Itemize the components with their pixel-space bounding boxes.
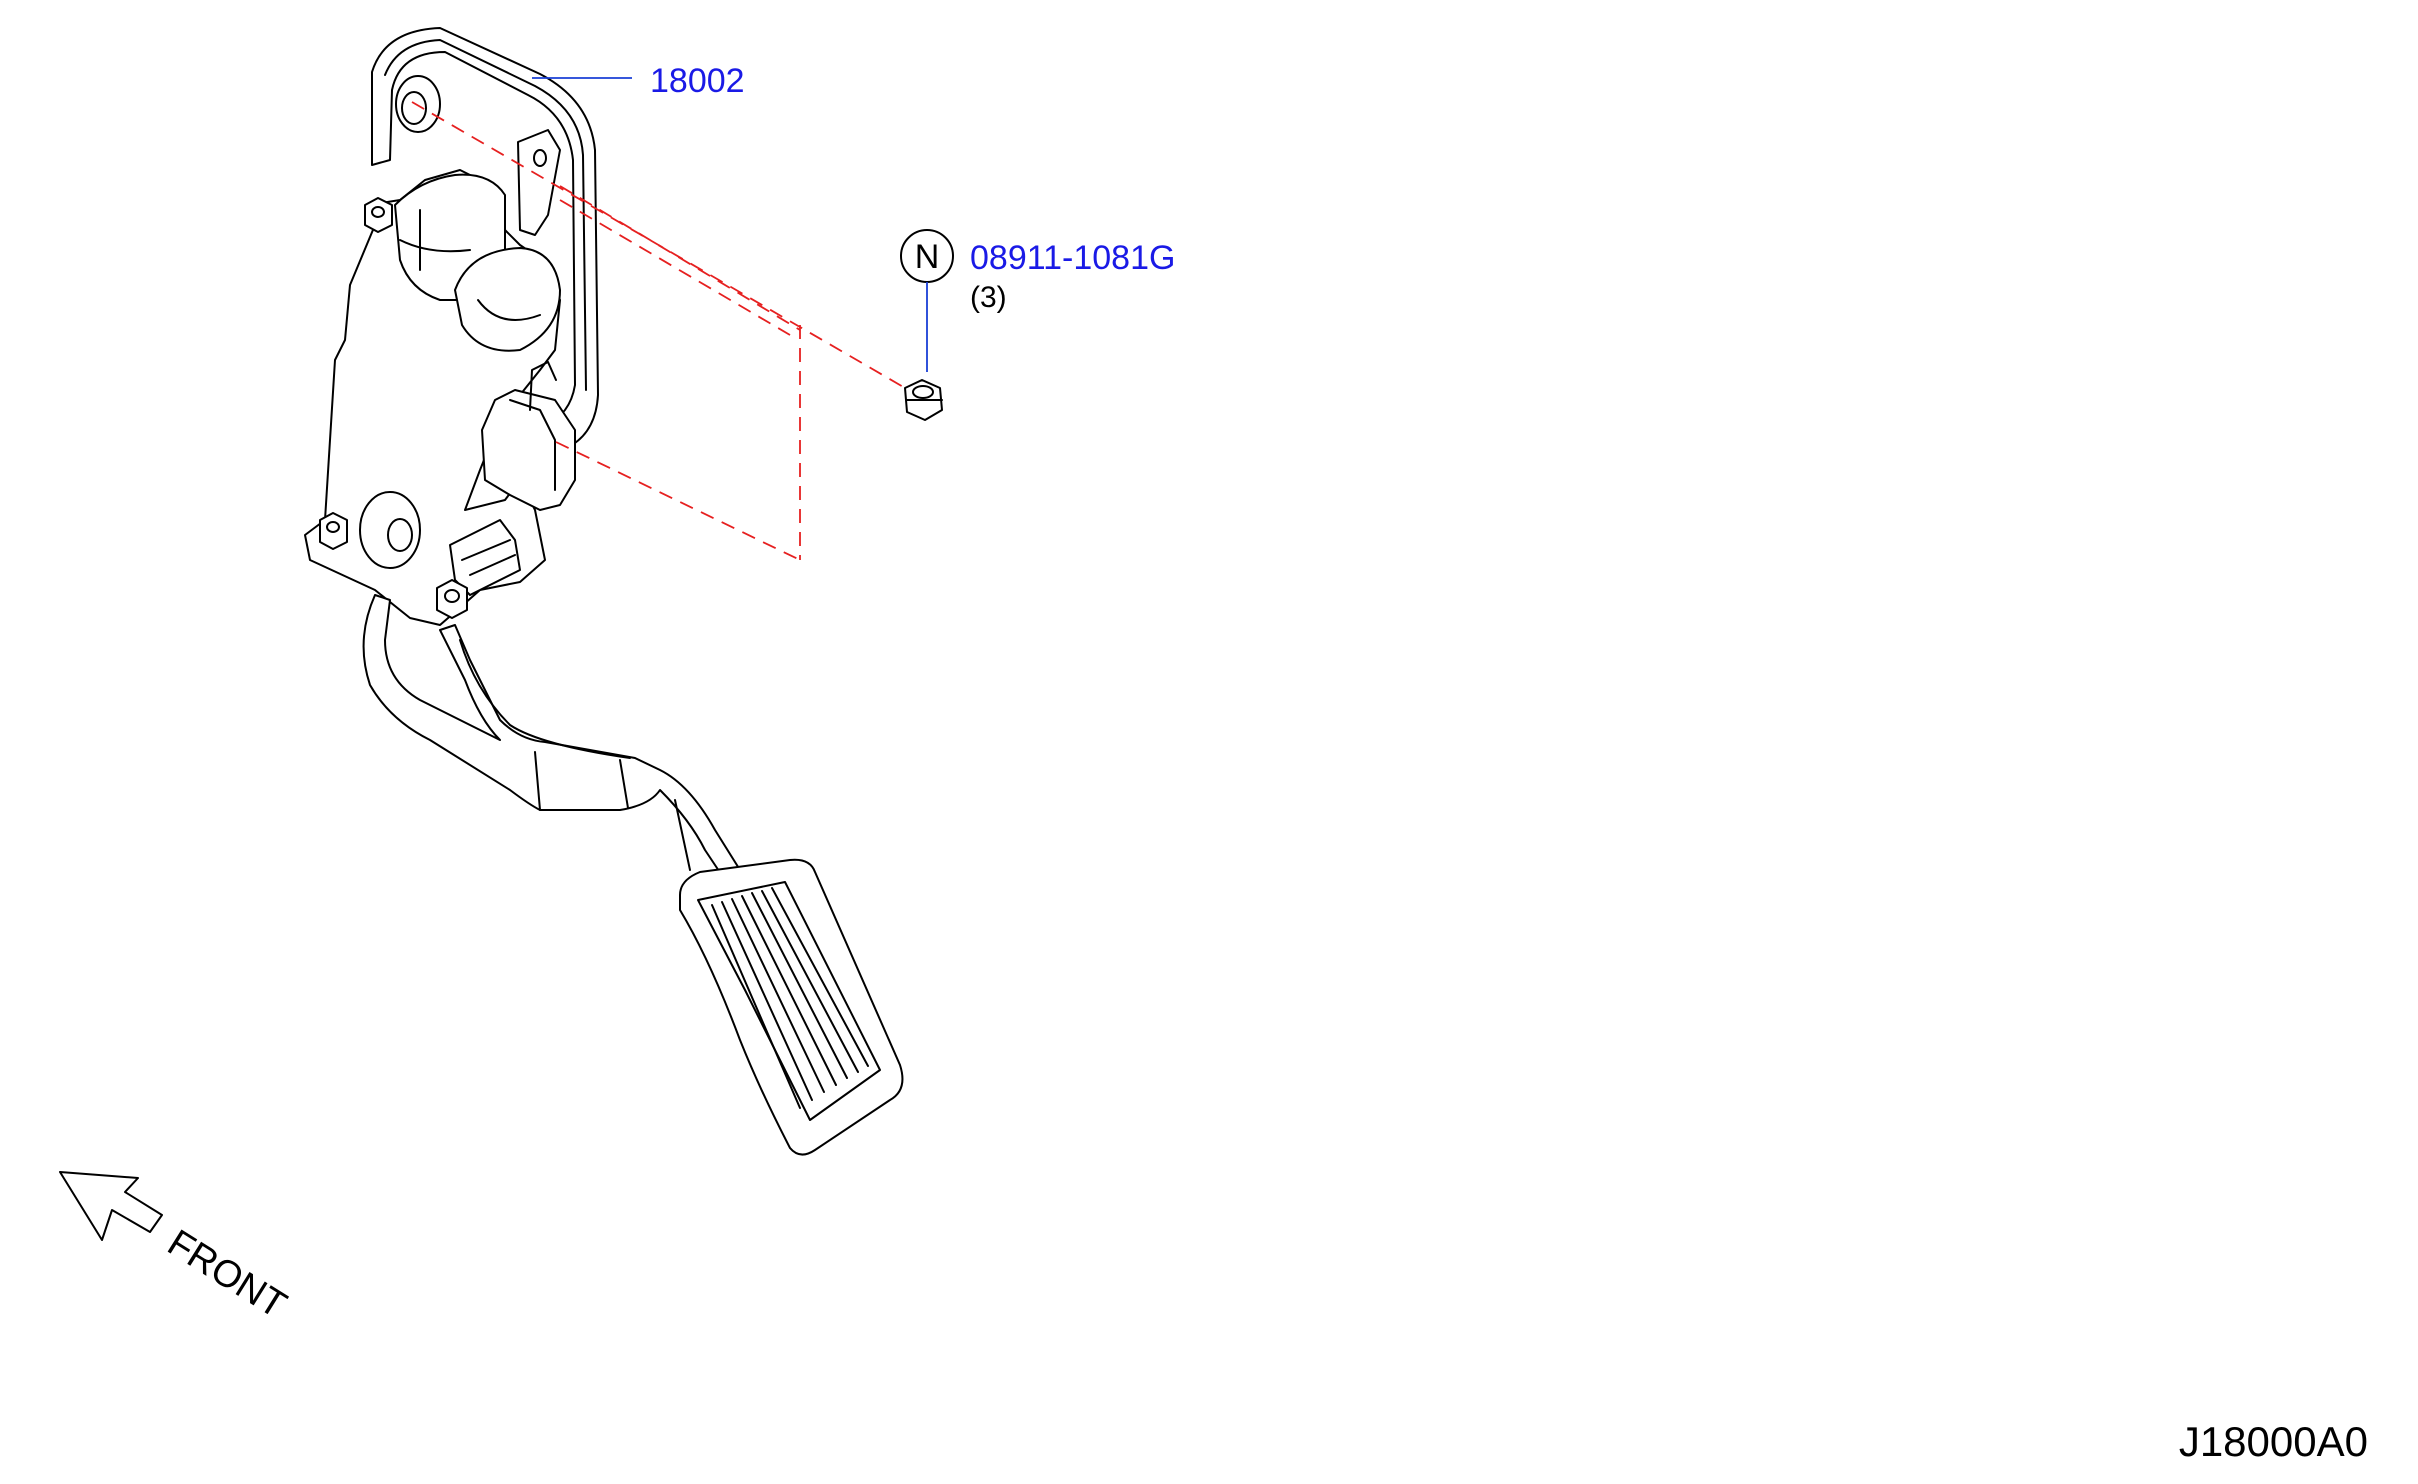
front-direction-indicator: FRONT bbox=[59, 1171, 293, 1327]
housing-nut-upper bbox=[364, 197, 393, 233]
part-number-18002[interactable]: 18002 bbox=[650, 62, 745, 100]
pedal-pad-ribs bbox=[711, 887, 869, 1109]
front-label: FRONT bbox=[160, 1222, 293, 1327]
housing-nut-lower-right bbox=[436, 579, 468, 619]
part-quantity: (3) bbox=[970, 281, 1007, 314]
flange-nut bbox=[904, 379, 943, 421]
housing-nut-lower-left bbox=[319, 512, 348, 550]
diagram-code: J18000A0 bbox=[2178, 1418, 2368, 1465]
pedal-pad bbox=[679, 858, 904, 1156]
bracket-hole-upper bbox=[395, 75, 441, 133]
accelerator-pedal-assembly bbox=[304, 27, 904, 1156]
n-marker-label: N bbox=[915, 238, 940, 276]
assembly-hidden-lines bbox=[411, 101, 913, 561]
sensor-connector bbox=[481, 389, 576, 511]
callout-18002: 18002 bbox=[532, 62, 745, 100]
pedal-arm bbox=[362, 594, 741, 881]
callout-08911-1081G: N 08911-1081G (3) bbox=[900, 229, 1175, 372]
part-number-08911-1081G[interactable]: 08911-1081G bbox=[970, 239, 1175, 277]
front-arrow-icon bbox=[59, 1171, 163, 1241]
